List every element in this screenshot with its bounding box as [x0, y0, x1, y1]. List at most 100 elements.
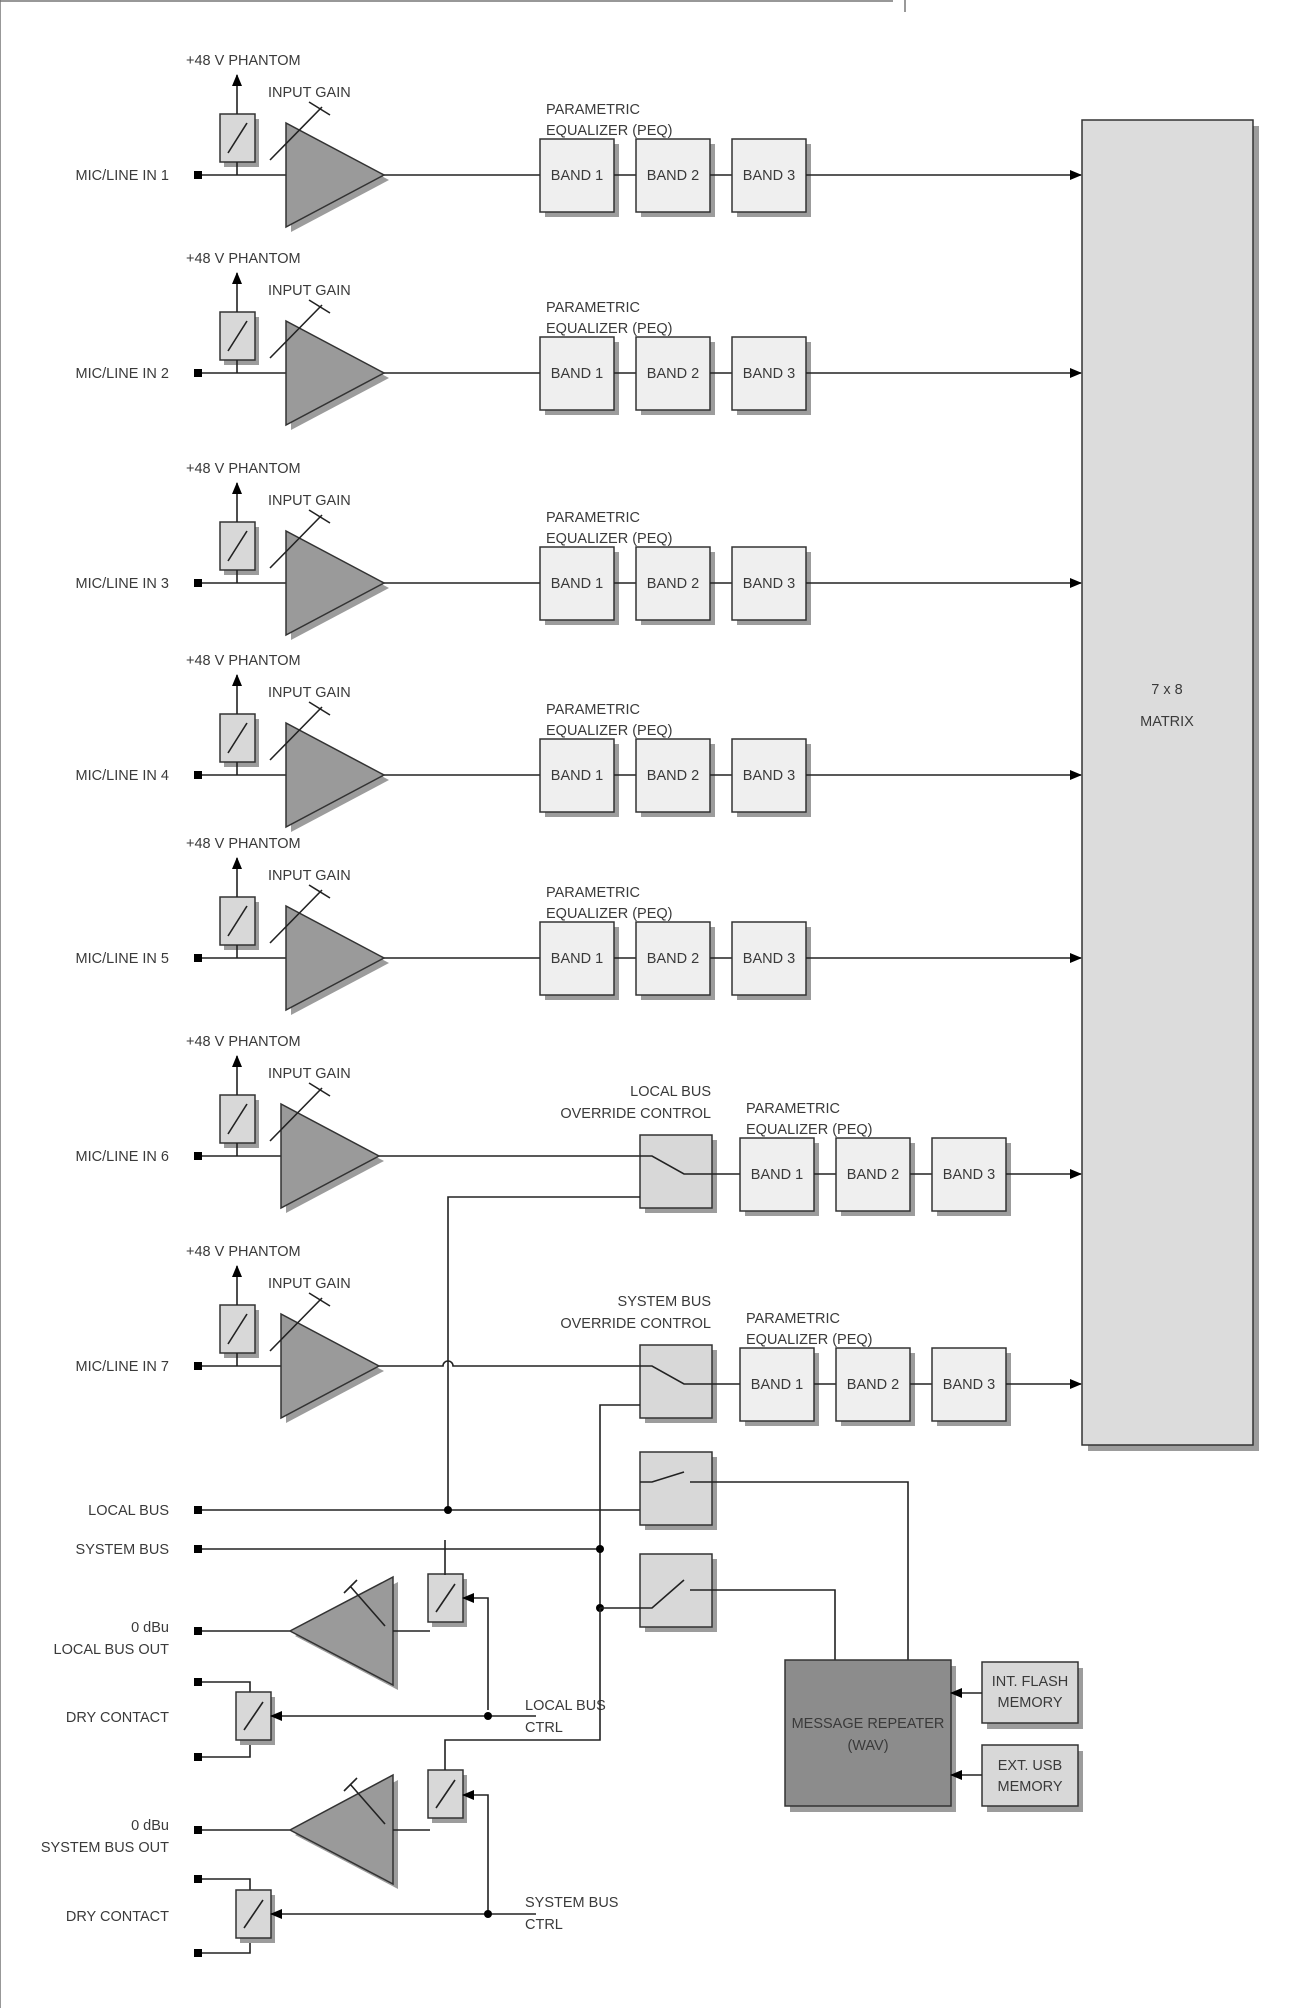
- band-label: BAND 1: [551, 168, 603, 184]
- peq-band-2: [635, 138, 711, 213]
- message-repeater: MESSAGE REPEATER (WAV): [784, 1659, 956, 1812]
- dry-contact-1-label: DRY CONTACT: [66, 1710, 169, 1726]
- peq-band-2: [835, 1137, 911, 1212]
- peq-band-2: [635, 336, 711, 411]
- band-label: BAND 2: [647, 168, 699, 184]
- input-gain-label: INPUT GAIN: [268, 283, 351, 299]
- peq-title-2: EQUALIZER (PEQ): [746, 1122, 873, 1138]
- phantom-label: +48 V PHANTOM: [186, 461, 301, 477]
- band-label: BAND 1: [751, 1167, 803, 1183]
- system-out-label-2: SYSTEM BUS OUT: [41, 1840, 169, 1856]
- band-label: BAND 2: [847, 1377, 899, 1393]
- phantom-label: +48 V PHANTOM: [186, 1034, 301, 1050]
- phantom-label: +48 V PHANTOM: [186, 836, 301, 852]
- band-label: BAND 3: [743, 951, 795, 967]
- band-label: BAND 3: [743, 768, 795, 784]
- repeater-label-1: MESSAGE REPEATER: [792, 1716, 945, 1732]
- peq-band-3: [931, 1137, 1007, 1212]
- int-memory-label-1: INT. FLASH: [992, 1674, 1069, 1690]
- peq-title-1: PARAMETRIC: [746, 1101, 840, 1117]
- peq-title-1: PARAMETRIC: [546, 300, 640, 316]
- band-label: BAND 3: [743, 366, 795, 382]
- system-ctrl-label-2: CTRL: [525, 1917, 563, 1933]
- band-label: BAND 2: [647, 951, 699, 967]
- peq-title-1: PARAMETRIC: [746, 1311, 840, 1327]
- matrix-label-1: 7 x 8: [1151, 682, 1182, 698]
- band-label: BAND 3: [743, 168, 795, 184]
- phantom-label: +48 V PHANTOM: [186, 1244, 301, 1260]
- input-label: MIC/LINE IN 5: [76, 951, 169, 967]
- band-label: BAND 1: [551, 768, 603, 784]
- input-terminal: [194, 1152, 202, 1160]
- input-terminal: [194, 579, 202, 587]
- input-gain-amp: [280, 1102, 381, 1210]
- local-bus-switch: [639, 1451, 713, 1526]
- channel-rows: MIC/LINE IN 1 +48 V PHANTOM INPUT GAIN PARA…: [76, 53, 1082, 1426]
- input-terminal: [194, 771, 202, 779]
- peq-title-2: EQUALIZER (PEQ): [546, 321, 673, 337]
- band-label: BAND 3: [743, 576, 795, 592]
- input-gain-label: INPUT GAIN: [268, 685, 351, 701]
- band-label: BAND 1: [551, 951, 603, 967]
- input-label: MIC/LINE IN 1: [76, 168, 169, 184]
- band-label: BAND 1: [551, 366, 603, 382]
- input-gain-amp: [280, 1312, 381, 1420]
- int-flash-memory: INT. FLASH MEMORY: [950, 1661, 1083, 1729]
- local-bus-label: LOCAL BUS: [88, 1503, 169, 1519]
- matrix-label-2: MATRIX: [1140, 714, 1194, 730]
- peq-title-1: PARAMETRIC: [546, 702, 640, 718]
- band-label: BAND 1: [751, 1377, 803, 1393]
- peq-title-2: EQUALIZER (PEQ): [546, 123, 673, 139]
- matrix-block: 7 x 8 MATRIX: [1081, 119, 1259, 1451]
- input-gain-label: INPUT GAIN: [268, 85, 351, 101]
- peq-band-3: [731, 738, 807, 813]
- ext-memory-label-1: EXT. USB: [998, 1758, 1062, 1774]
- input-gain-amp: [285, 319, 386, 427]
- input-label: MIC/LINE IN 4: [76, 768, 169, 784]
- local-ctrl-label-2: CTRL: [525, 1720, 563, 1736]
- bus-section: LOCAL BUS SYSTEM BUS: [76, 1196, 909, 1660]
- band-label: BAND 2: [647, 366, 699, 382]
- input-gain-amp: [285, 721, 386, 829]
- input-terminal: [194, 369, 202, 377]
- override-label-1: LOCAL BUS: [630, 1084, 711, 1100]
- peq-band-2: [635, 921, 711, 996]
- input-label: MIC/LINE IN 6: [76, 1149, 169, 1165]
- override-label-1: SYSTEM BUS: [618, 1294, 711, 1310]
- peq-band-3: [731, 336, 807, 411]
- system-bus-label: SYSTEM BUS: [76, 1542, 169, 1558]
- override-switch: [639, 1134, 713, 1209]
- local-ctrl-label-1: LOCAL BUS: [525, 1698, 606, 1714]
- peq-band-1: [539, 336, 615, 411]
- peq-band-3: [731, 138, 807, 213]
- input-gain-label: INPUT GAIN: [268, 868, 351, 884]
- input-gain-label: INPUT GAIN: [268, 1276, 351, 1292]
- input-gain-amp: [285, 904, 386, 1012]
- band-label: BAND 2: [647, 768, 699, 784]
- peq-title-2: EQUALIZER (PEQ): [546, 723, 673, 739]
- peq-title-1: PARAMETRIC: [546, 102, 640, 118]
- peq-band-2: [835, 1347, 911, 1422]
- system-out-amp: [288, 1773, 394, 1886]
- ext-memory-label-2: MEMORY: [998, 1779, 1063, 1795]
- local-out-amp: [288, 1575, 394, 1687]
- band-label: BAND 3: [943, 1377, 995, 1393]
- input-terminal: [194, 954, 202, 962]
- input-label: MIC/LINE IN 3: [76, 576, 169, 592]
- ext-usb-memory: EXT. USB MEMORY: [950, 1744, 1083, 1812]
- input-terminal: [194, 171, 202, 179]
- override-switch: [639, 1344, 713, 1419]
- local-out-label-2: LOCAL BUS OUT: [54, 1642, 170, 1658]
- phantom-label: +48 V PHANTOM: [186, 251, 301, 267]
- peq-band-1: [539, 546, 615, 621]
- repeater-label-2: (WAV): [847, 1738, 888, 1754]
- local-bus-terminal: [194, 1506, 202, 1514]
